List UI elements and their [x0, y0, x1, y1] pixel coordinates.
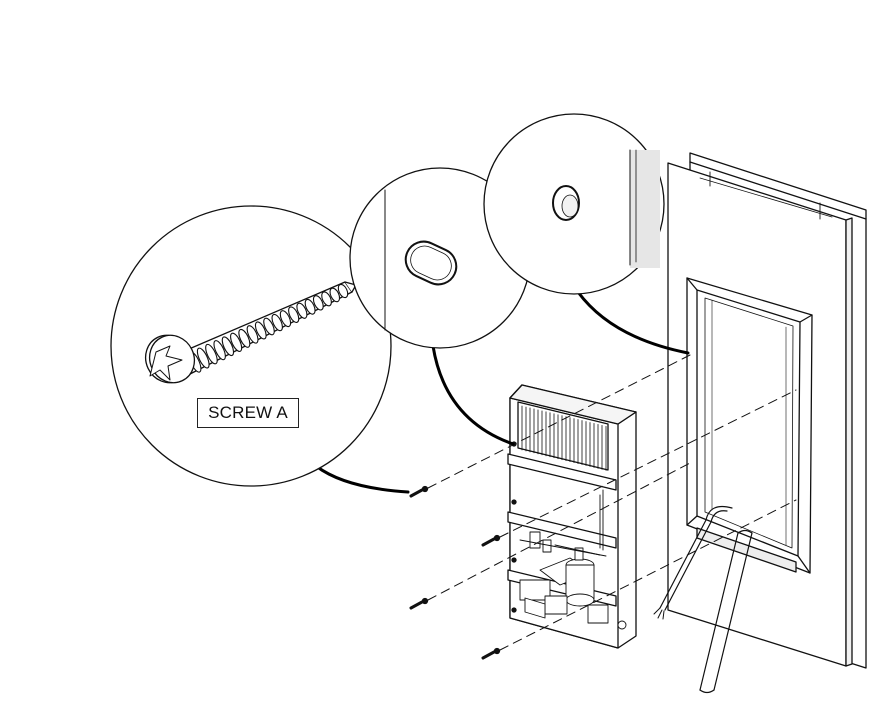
- screw-thread: [279, 310, 292, 328]
- screw-thread: [263, 317, 275, 336]
- unit-internals: [519, 489, 627, 630]
- screw-thread: [296, 302, 308, 319]
- screw-thread: [213, 340, 226, 361]
- screw-thread: [196, 347, 210, 369]
- screw-illustration: [144, 281, 357, 384]
- round-hole-detail-callout: [483, 113, 665, 295]
- screw-thread: [329, 287, 341, 303]
- screw-thread: [304, 298, 316, 315]
- screw-thread: [254, 321, 267, 340]
- screw-thread: [238, 328, 251, 348]
- power-cord: [653, 505, 733, 620]
- screw-thread: [246, 325, 259, 344]
- screw-thread: [337, 283, 349, 299]
- screw-thread: [230, 332, 243, 352]
- drain-tube: [699, 529, 753, 694]
- screw-thread: [312, 295, 324, 311]
- callout-leaders: [314, 290, 690, 494]
- screw-thread: [221, 336, 235, 357]
- wall-sleeve-frame: [686, 277, 813, 574]
- screw-a-lower-middle: [409, 597, 429, 610]
- screw-thread: [271, 313, 283, 332]
- wall-unit: [507, 384, 637, 649]
- screw-thread: [288, 306, 300, 323]
- screw-thread: [321, 291, 332, 307]
- screw-a-top: [409, 485, 429, 498]
- screw-thread: [205, 343, 218, 365]
- vent-grille: [517, 401, 609, 471]
- screw-a-label: SCREW A: [197, 398, 299, 428]
- alignment-lines: [427, 354, 797, 651]
- screw-detail-callout: [110, 205, 392, 487]
- screw-a-upper-middle: [481, 534, 501, 547]
- screw-a-bottom: [481, 647, 501, 660]
